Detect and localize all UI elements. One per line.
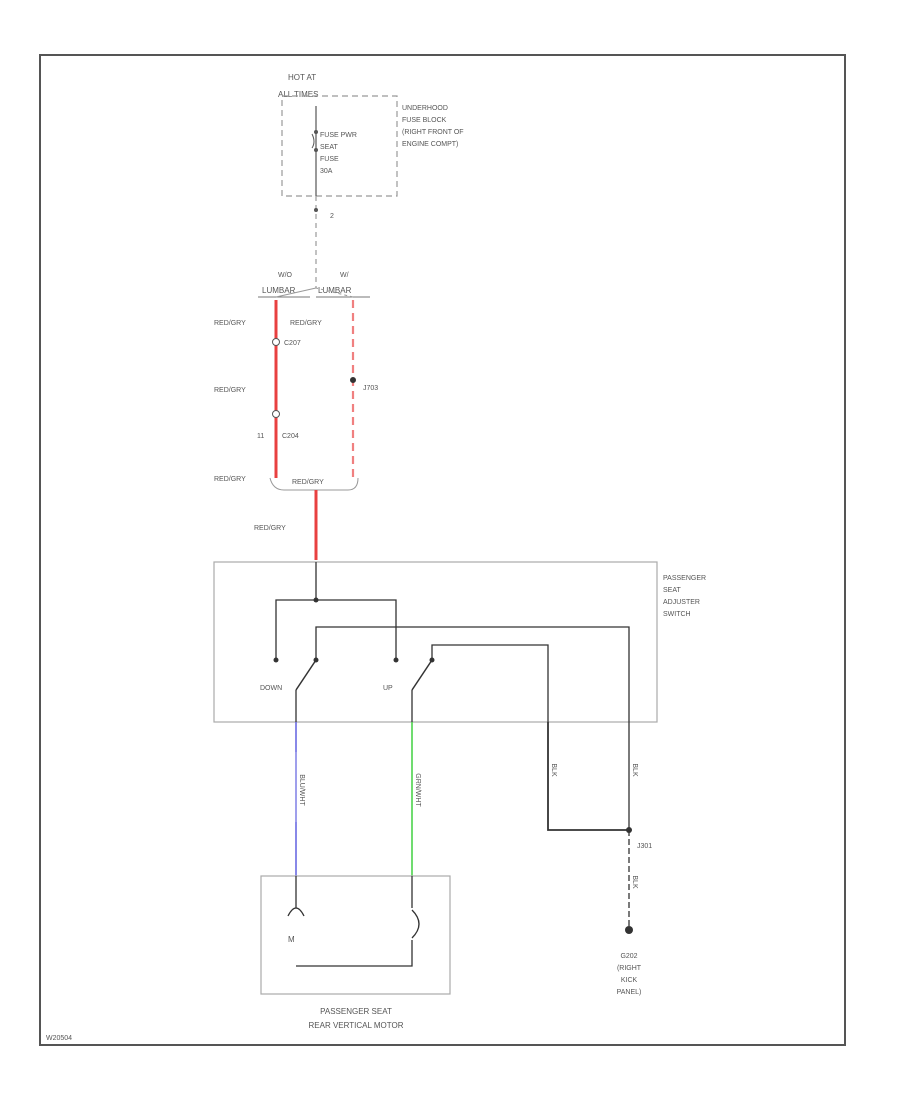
fuse-block-label-line2: FUSE BLOCK (402, 117, 447, 124)
variant-right-branch (315, 287, 354, 298)
motor-terminal-right (411, 909, 420, 939)
fuse-block-label-line3: (RIGHT FRONT OF (402, 129, 464, 136)
connector-c1-label: C207 (284, 340, 301, 347)
splice-dot (350, 377, 356, 383)
ground-label-line4: PANEL) (617, 989, 642, 996)
fuse-block: HOT AT ALL TIMES FUSE PWR SEAT FUSE 30A … (278, 73, 464, 197)
connector-c2-pin (272, 410, 280, 418)
seat-adjuster-switch: PASSENGER SEAT ADJUSTER SWITCH DOWN UP (213, 561, 706, 723)
wire-right-upper-label: RED/GRY (290, 320, 322, 327)
wire-black-1 (547, 722, 629, 831)
variant-left-line2: LUMBAR (262, 286, 296, 295)
wire-blue-label-band (289, 752, 303, 822)
variant-right-line1: W/ (340, 272, 349, 279)
wire-ground-label: BLK (631, 875, 638, 889)
wire-black-1-label: BLK (550, 763, 557, 777)
fuse-output-pin-label: 2 (330, 213, 334, 220)
down-contact-left (273, 657, 279, 663)
ground-icon (625, 926, 633, 934)
wire-to-switch-label: RED/GRY (254, 525, 286, 532)
fuse-terminal-top (314, 130, 318, 134)
motor-box (260, 875, 451, 995)
switch-up-label: UP (383, 685, 393, 692)
switch-down-label: DOWN (260, 685, 282, 692)
diagram-frame (39, 54, 846, 1046)
wire-left-middle-label: RED/GRY (214, 387, 246, 394)
switch-box (213, 561, 658, 723)
up-contact-left (393, 657, 399, 663)
fuse-output-pin (314, 208, 318, 212)
connector-c2-right-label: C204 (282, 433, 299, 440)
ground-splice-label: J301 (637, 843, 652, 850)
motor-terminal-left (287, 907, 305, 917)
fuse-block-label-line4: ENGINE COMPT) (402, 141, 458, 148)
switch-up-bus (431, 644, 549, 722)
variant-left-branch (275, 287, 317, 298)
switch-feed-bus (275, 599, 397, 658)
fuse-block-label-line1: UNDERHOOD (402, 105, 448, 112)
wire-green-label: GRN/WHT (414, 773, 421, 807)
wire-join-label: RED/GRY (292, 479, 324, 486)
fuse-block-dashed-box (281, 95, 398, 197)
fuse-icon (311, 133, 315, 149)
power-source-line1: HOT AT (288, 73, 316, 82)
switch-label-line4: SWITCH (663, 611, 691, 618)
motor-label-line2: REAR VERTICAL MOTOR (309, 1021, 404, 1030)
wire-blue-label: BLU/WHT (298, 774, 305, 806)
variant-left-line1: W/O (278, 272, 293, 279)
fuse-terminal-bottom (314, 148, 318, 152)
connector-c1-pin (272, 338, 280, 346)
up-switch-blade (411, 659, 433, 691)
wire-black-2-label: BLK (631, 763, 638, 777)
splice-label: J703 (363, 385, 378, 392)
fuse-label-line2: SEAT (320, 144, 338, 151)
down-switch-blade (295, 659, 317, 691)
wire-left-bottom-label: RED/GRY (214, 476, 246, 483)
ground-label-line2: (RIGHT (617, 965, 642, 972)
switch-label-line3: ADJUSTER (663, 599, 700, 606)
power-source-line2: ALL TIMES (278, 90, 318, 99)
motor-symbol: M (288, 935, 295, 944)
fuse-label-line3: FUSE (320, 156, 339, 163)
switch-label-line1: PASSENGER (663, 575, 706, 582)
connector-c2-left-label: 11 (257, 433, 264, 440)
fuse-label-line1: FUSE PWR (320, 132, 357, 139)
fuse-label-line4: 30A (320, 168, 333, 175)
motor-return (296, 940, 413, 967)
switch-ground-bus (315, 626, 630, 722)
ground-label-line3: KICK (621, 977, 638, 984)
motor-label-line1: PASSENGER SEAT (320, 1007, 392, 1016)
wire-left-upper-label: RED/GRY (214, 320, 246, 327)
footer-code: W20504 (46, 1035, 72, 1042)
ground-label-line1: G202 (620, 953, 637, 960)
rear-vertical-motor: M (260, 875, 451, 995)
variant-right-line2: LUMBAR (318, 286, 352, 295)
switch-label-line2: SEAT (663, 587, 681, 594)
